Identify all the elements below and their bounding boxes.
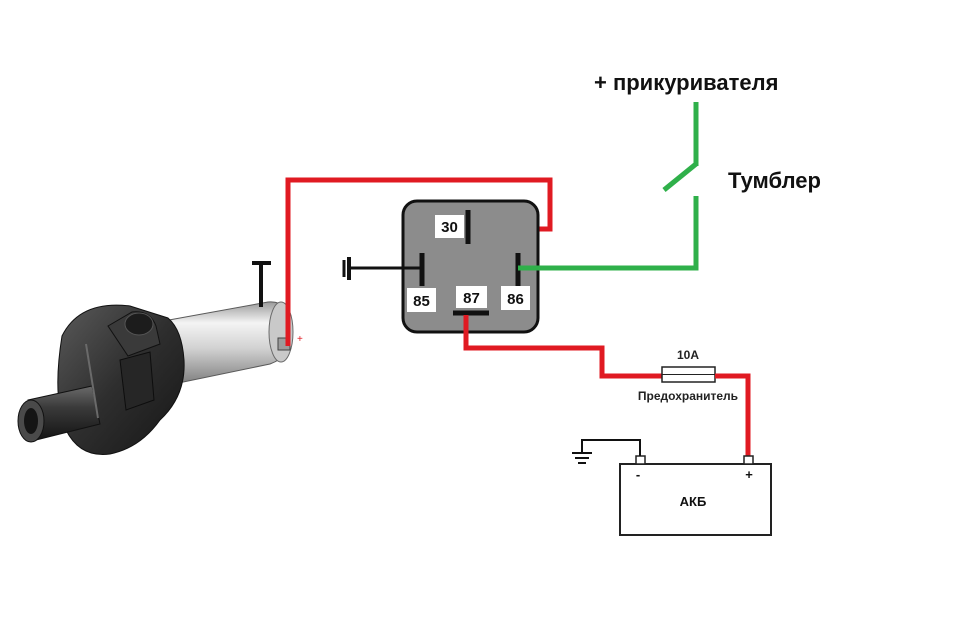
fuse-label: Предохранитель [638, 389, 738, 403]
battery-label: АКБ [680, 494, 707, 509]
relay-pin-86-label: 86 [507, 291, 524, 308]
fuse-rating-label: 10А [677, 348, 699, 362]
wire-pin87-to-fuse [463, 315, 662, 379]
pump-plus-label: + [297, 334, 303, 345]
toggle-switch-lever [662, 162, 698, 192]
toggle-label: Тумблер [728, 168, 821, 193]
relay-pin-30-label: 30 [441, 219, 458, 236]
battery-plus-label: + [745, 467, 753, 482]
battery-ground [572, 439, 641, 464]
battery-minus-label: - [636, 467, 640, 482]
water-pump [17, 301, 294, 455]
battery-minus-terminal [635, 455, 646, 465]
cigarette-plus-label: + прикуривателя [594, 70, 778, 95]
battery-body [619, 463, 772, 536]
wire-fuse-to-battery [715, 373, 751, 458]
toggle-switch [662, 162, 698, 192]
relay-ground-symbol [342, 257, 422, 280]
pump-ground-symbol [252, 261, 271, 307]
pump-top-nozzle-opening [124, 312, 154, 336]
relay-pin-87-label: 87 [463, 290, 480, 307]
wire-pin86-to-toggle [518, 196, 699, 271]
battery: - + АКБ [619, 455, 772, 536]
fuse [661, 366, 716, 383]
ground-icon [572, 452, 592, 464]
relay: 30 85 87 86 [401, 199, 540, 334]
battery-plus-terminal [743, 455, 754, 465]
relay-pin-85-label: 85 [413, 293, 430, 310]
